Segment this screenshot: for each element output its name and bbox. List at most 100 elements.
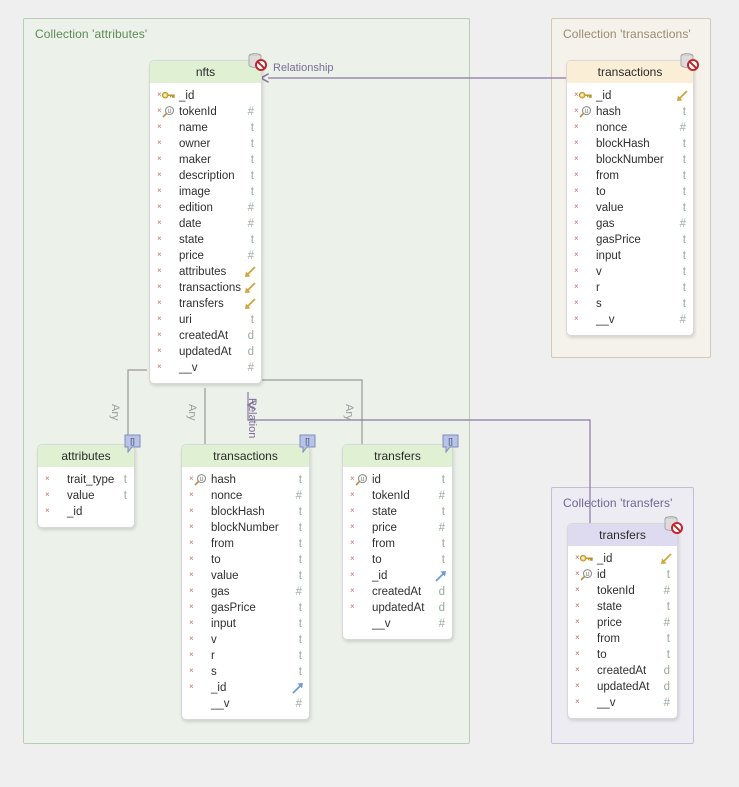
field-row[interactable]: ×attributes [150,264,261,280]
field-type: t [298,602,302,614]
field-row[interactable]: ×tokenId# [568,583,677,599]
relation-down-left-icon [245,266,256,277]
field-row[interactable]: ×gas# [567,216,693,232]
table-transactions-collection-header[interactable]: transactions [567,53,699,83]
field-type: d [438,602,445,614]
field-row[interactable]: ×__v# [568,695,677,711]
svg-text:[]: [] [130,437,134,446]
field-name: nonce [211,490,243,502]
table-transfers-collection-header[interactable]: transfers [568,516,683,546]
table-nfts-header[interactable]: nfts [150,53,267,83]
field-row[interactable]: ×price# [150,248,261,264]
nullable-marker: × [157,170,162,179]
field-row[interactable]: ×_id [568,551,677,567]
field-row[interactable]: ×_id [182,680,309,696]
field-row[interactable]: ×__v# [150,360,261,376]
field-row[interactable]: ×_id [343,568,452,584]
field-row[interactable]: __v# [343,616,452,632]
nullable-marker: × [574,186,579,195]
field-row[interactable]: ×price# [568,615,677,631]
table-transactions-embedded-header[interactable]: transactions [] [182,434,316,467]
nullable-marker: × [157,154,162,163]
field-row[interactable]: ×date# [150,216,261,232]
field-name: transfers [179,298,224,310]
nullable-marker: × [157,282,162,291]
field-row[interactable]: ×gas# [182,584,309,600]
field-row[interactable]: ×transfers [150,296,261,312]
field-row[interactable]: ×_id [150,88,261,104]
field-row[interactable]: ×edition# [150,200,261,216]
field-type: d [438,586,445,598]
field-type: t [441,554,445,566]
field-row[interactable]: ×__v# [567,312,693,328]
field-row[interactable]: __v# [182,696,309,712]
field-row[interactable]: ×_id [567,88,693,104]
table-transfers-embedded-header[interactable]: transfers [] [343,434,459,467]
field-type: t [250,122,254,134]
field-row[interactable]: ×price# [343,520,452,536]
field-row[interactable]: ×nonce# [182,488,309,504]
field-type: # [679,314,686,326]
field-row[interactable]: ×nonce# [567,120,693,136]
field-row[interactable]: ×transactions [150,280,261,296]
relationship-label-top: Relationship [273,62,334,74]
field-row[interactable]: ×tokenId# [343,488,452,504]
field-row[interactable]: ×_id [38,504,134,520]
table-attributes-embedded-header[interactable]: attributes [] [38,434,141,467]
